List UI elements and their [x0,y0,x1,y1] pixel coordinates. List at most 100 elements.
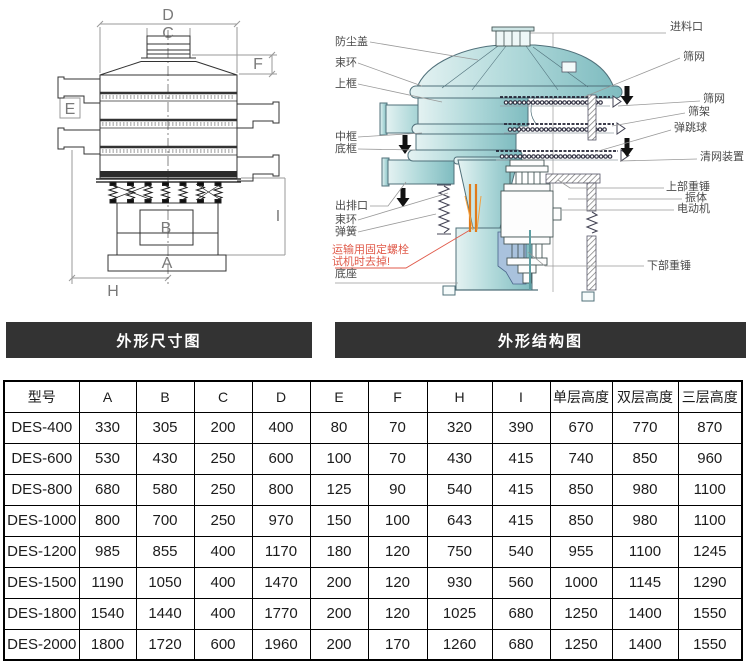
value-cell: 320 [426,411,493,444]
value-cell: 850 [549,473,613,506]
value-cell: 643 [426,504,493,537]
value-cell: 960 [677,442,743,475]
part-label-motor: 电动机 [677,203,710,215]
value-cell: 855 [135,535,195,568]
value-cell: 560 [491,566,551,599]
model-cell: DES-400 [3,411,80,444]
part-label-upper-frame: 上框 [335,78,357,90]
value-cell: 1540 [78,597,137,630]
value-cell: 120 [367,535,428,568]
part-label-spring: 弹簧 [335,226,357,238]
dome-seams [441,45,589,91]
value-cell: 1250 [549,628,613,661]
value-cell: 930 [426,566,493,599]
dim-label-d: D [162,7,174,24]
value-cell: 200 [309,597,369,630]
dimension-diagram-art: D C F E B A H I [57,7,286,300]
part-label-lower-weight: 下部重锤 [647,260,691,272]
value-cell: 1440 [135,597,195,630]
dim-label-e: E [65,101,76,118]
part-label-clamp-ring: 束环 [335,57,357,69]
value-cell: 1025 [426,597,493,630]
feed-inlet [491,26,577,73]
part-label-upper-weight: 上部重锤 [666,181,710,193]
warning-leader-line [335,229,471,269]
value-cell: 530 [78,442,137,475]
value-cell: 400 [193,535,253,568]
warning-text-line1: 运输用固定螺栓 [332,244,409,256]
value-cell: 1100 [611,535,679,568]
value-cell: 250 [193,473,253,506]
dim-label-a: A [162,255,173,272]
part-label-dust-cover: 防尘盖 [335,36,368,48]
dim-label-i: I [276,208,280,225]
value-cell: 980 [611,473,679,506]
base-details [442,230,595,302]
value-cell: 415 [491,504,551,537]
value-cell: 400 [193,566,253,599]
value-cell: 390 [491,411,551,444]
structure-diagram-art [335,26,701,302]
value-cell: 415 [491,473,551,506]
part-label-sieve-mesh-2: 筛网 [703,93,725,105]
value-cell: 150 [309,504,369,537]
dim-label-b: B [161,220,172,237]
value-cell: 1770 [251,597,311,630]
value-cell: 980 [611,504,679,537]
value-cell: 580 [135,473,195,506]
value-cell: 80 [309,411,369,444]
value-cell: 120 [367,597,428,630]
value-cell: 330 [78,411,137,444]
table-header-cell: B [135,380,195,413]
table-header-cell: 三层高度 [677,380,743,413]
table-header-cell: A [78,380,137,413]
part-label-base: 底座 [335,268,357,280]
part-label-sieve-frame: 筛架 [688,106,710,118]
value-cell: 1960 [251,628,311,661]
value-cell: 540 [491,535,551,568]
value-cell: 680 [491,597,551,630]
value-cell: 125 [309,473,369,506]
value-cell: 250 [193,442,253,475]
table-header-cell: F [367,380,428,413]
value-cell: 250 [193,504,253,537]
bottom-rim [100,171,237,177]
leader-lines [335,41,701,284]
value-cell: 750 [426,535,493,568]
part-label-feed-inlet: 进料口 [670,21,703,33]
dim-label-h: H [107,283,119,300]
value-cell: 415 [491,442,551,475]
table-header-cell: H [426,380,493,413]
motor-mount [545,94,601,291]
dim-label-c: C [162,25,174,42]
part-label-discharge-outlet: 出排口 [335,200,368,212]
model-cell: DES-1000 [3,504,80,537]
value-cell: 200 [309,628,369,661]
value-cell: 305 [135,411,195,444]
value-cell: 770 [611,411,679,444]
value-cell: 1250 [549,597,613,630]
model-cell: DES-1800 [3,597,80,630]
value-cell: 870 [677,411,743,444]
value-cell: 800 [78,504,137,537]
model-cell: DES-1500 [3,566,80,599]
model-cell: DES-2000 [3,628,80,661]
table-header-cell: 型号 [3,380,80,413]
value-cell: 970 [251,504,311,537]
value-cell: 70 [367,442,428,475]
part-label-bouncing-ball: 弹跳球 [674,122,707,134]
table-header-cell: 单层高度 [549,380,613,413]
value-cell: 100 [367,504,428,537]
value-cell: 985 [78,535,137,568]
part-label-sieve-mesh-1: 筛网 [683,51,705,63]
value-cell: 1400 [611,597,679,630]
value-cell: 1100 [677,504,743,537]
value-cell: 1100 [677,473,743,506]
value-cell: 1400 [611,628,679,661]
value-cell: 1290 [677,566,743,599]
part-label-clamp-ring-2: 束环 [335,214,357,226]
